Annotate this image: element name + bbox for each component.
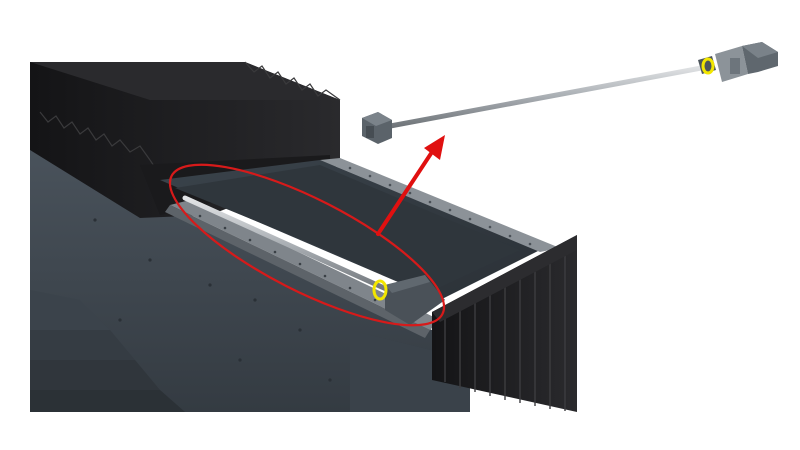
extraction-arrow	[376, 135, 445, 236]
servo-motor	[715, 42, 778, 82]
end-support-block	[362, 112, 392, 144]
bearing-ring-extracted	[701, 57, 715, 75]
highlight-ellipse	[168, 163, 446, 327]
linear-axis-channel	[160, 158, 560, 338]
ball-screw-installed	[182, 195, 445, 325]
right-bellows-cover	[432, 235, 577, 412]
bearing-ring-installed	[372, 279, 388, 301]
extracted-ball-screw-assembly	[362, 42, 778, 144]
